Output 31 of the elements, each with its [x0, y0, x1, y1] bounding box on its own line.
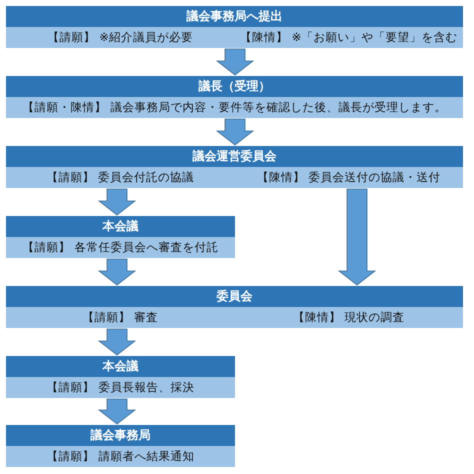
stage-note: 【請願】 ※紹介議員が必要	[48, 30, 193, 45]
block-arrow	[98, 398, 136, 424]
stage-heading: 本会議	[6, 356, 235, 377]
stage-note: 【陳情】 ※「お願い」や「要望」を含む	[240, 30, 458, 45]
stage-box	[6, 146, 463, 188]
stage-note: 【陳情】 現状の調査	[292, 310, 405, 325]
stage-note: 【請願】 委員長報告、採決	[46, 380, 194, 395]
stage-note: 【請願】 委員会付託の協議	[46, 170, 194, 185]
stage-note: 【陳情】 委員会送付の協議・送付	[256, 170, 441, 185]
stage-box	[6, 216, 235, 258]
stage-note: 【請願】 請願者へ結果通知	[46, 449, 194, 464]
stage-heading: 議会事務局	[6, 425, 235, 446]
block-arrow	[216, 48, 254, 76]
stage-heading: 議会事務局へ提出	[6, 6, 463, 27]
stage-box	[6, 286, 463, 328]
block-arrow	[98, 188, 136, 216]
stage-box	[6, 356, 235, 398]
stage-note: 【請願】 審査	[82, 310, 158, 325]
stage-heading: 本会議	[6, 216, 235, 237]
block-arrow	[338, 188, 376, 286]
stage-box	[6, 425, 235, 467]
stage-note: 【請願・陳情】 議会事務局で内容・要件等を確認した後、議長が受理します。	[22, 100, 446, 115]
stage-heading: 委員会	[6, 286, 463, 307]
stage-heading: 議長（受理）	[6, 76, 463, 97]
stage-box	[6, 76, 463, 118]
stage-box	[6, 6, 463, 48]
block-arrow	[98, 328, 136, 356]
block-arrow	[98, 258, 136, 286]
stage-note: 【請願】 各常任委員会へ審査を付託	[22, 240, 218, 255]
stage-heading: 議会運営委員会	[6, 146, 463, 167]
block-arrow	[216, 118, 254, 146]
